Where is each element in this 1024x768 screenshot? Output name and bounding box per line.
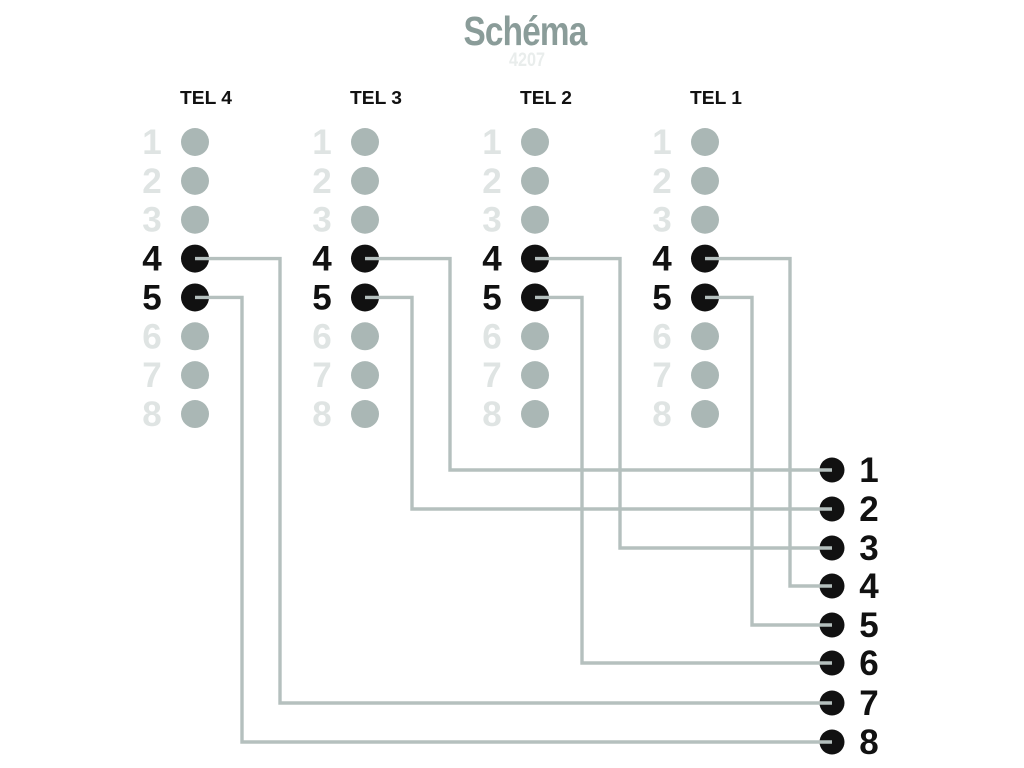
wire-tel-1-pin-5-to-output-5 [705,295,832,627]
wire-tel-3-pin-4-to-output-1 [365,256,832,472]
output-pin-6-number: 6 [859,644,878,683]
wire-tel-1-pin-4-to-output-4 [705,256,832,588]
tel-1-pin-1-number: 1 [652,123,671,162]
wire-tel-4-pin-5-to-output-8 [195,295,832,744]
tel-3-pin-7-number: 7 [312,356,331,395]
tel-2-pin-2-dot [521,166,549,195]
tel-4-pin-6-dot [181,322,209,351]
tel-2-pin-7-number: 7 [482,356,501,395]
output-pin-2-number: 2 [859,490,878,529]
tel-2-pin-1-number: 1 [482,123,501,162]
tel-1-pin-3-number: 3 [652,201,671,240]
tel-3-pin-5-number: 5 [312,278,331,317]
output-pin-5-number: 5 [859,606,878,645]
tel-4-pin-6-number: 6 [142,317,161,356]
tel-1-pin-6-number: 6 [652,317,671,356]
wire-tel-4-pin-4-to-output-7 [195,256,832,705]
tel-4-pin-7-dot [181,361,209,390]
connector-tel-4-label: TEL 4 [180,88,232,108]
tel-1-pin-7-dot [691,361,719,390]
tel-2-pin-4-number: 4 [482,240,502,279]
tel-4-pin-8-dot [181,400,209,429]
tel-2-pin-7-dot [521,361,549,390]
tel-1-pin-8-number: 8 [652,395,671,434]
output-pin-8-number: 8 [859,723,878,762]
output-pin-3-number: 3 [859,529,878,568]
tel-4-pin-1-dot [181,128,209,156]
wire-tel-2-pin-5-to-output-6 [535,295,832,665]
tel-2-pin-3-dot [521,205,549,234]
tel-1-pin-2-number: 2 [652,162,671,201]
tel-4-pin-8-number: 8 [142,395,161,434]
tel-3-pin-1-number: 1 [312,123,331,162]
connector-tel-2-label: TEL 2 [520,88,572,108]
output-pin-7-number: 7 [859,684,878,723]
tel-3-pin-8-dot [351,400,379,429]
connector-tel-3-label: TEL 3 [350,88,402,108]
connector-tel-1-label: TEL 1 [690,88,742,108]
tel-4-pin-3-dot [181,205,209,234]
tel-1-pin-4-number: 4 [652,240,672,279]
output-pin-1-number: 1 [859,451,878,490]
tel-1-pin-8-dot [691,400,719,429]
tel-1-pin-2-dot [691,166,719,195]
page-title: Schéma [464,8,589,54]
tel-4-pin-2-dot [181,166,209,195]
tel-3-pin-8-number: 8 [312,395,331,434]
tel-4-pin-2-number: 2 [142,162,161,201]
tel-3-pin-2-number: 2 [312,162,331,201]
tel-2-pin-8-number: 8 [482,395,501,434]
wire-tel-2-pin-4-to-output-3 [535,256,832,550]
tel-1-pin-3-dot [691,205,719,234]
tel-3-pin-1-dot [351,128,379,156]
tel-2-pin-3-number: 3 [482,201,501,240]
tel-3-pin-6-number: 6 [312,317,331,356]
tel-4-pin-7-number: 7 [142,356,161,395]
tel-4-pin-1-number: 1 [142,123,161,162]
tel-2-pin-6-dot [521,322,549,351]
tel-3-pin-3-dot [351,205,379,234]
tel-2-pin-2-number: 2 [482,162,501,201]
tel-3-pin-7-dot [351,361,379,390]
output-pin-4-number: 4 [859,567,879,606]
tel-4-pin-4-number: 4 [142,240,162,279]
tel-4-pin-3-number: 3 [142,201,161,240]
tel-2-pin-5-number: 5 [482,278,501,317]
tel-1-pin-6-dot [691,322,719,351]
tel-2-pin-6-number: 6 [482,317,501,356]
tel-3-pin-2-dot [351,166,379,195]
tel-4-pin-5-number: 5 [142,278,161,317]
tel-3-pin-3-number: 3 [312,201,331,240]
tel-1-pin-7-number: 7 [652,356,671,395]
tel-3-pin-6-dot [351,322,379,351]
wire-tel-3-pin-5-to-output-2 [365,295,832,511]
tel-2-pin-1-dot [521,128,549,156]
tel-2-pin-8-dot [521,400,549,429]
tel-1-pin-5-number: 5 [652,278,671,317]
page-subtitle: 4207 [509,50,545,71]
tel-3-pin-4-number: 4 [312,240,332,279]
tel-1-pin-1-dot [691,128,719,156]
